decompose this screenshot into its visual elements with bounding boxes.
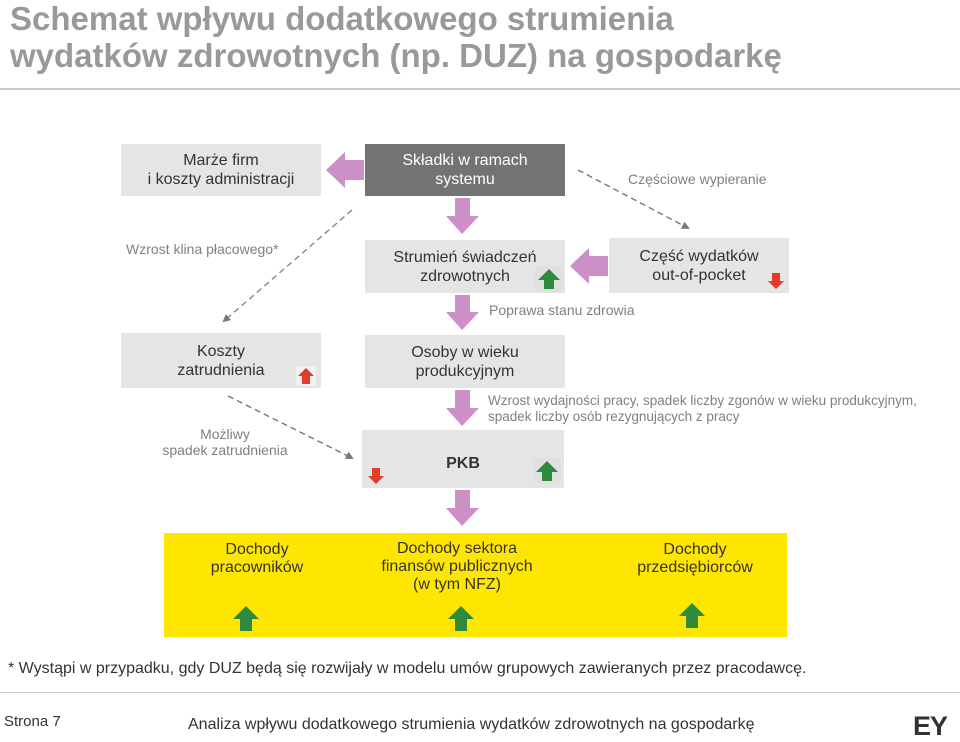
down-arrow-icon (768, 273, 784, 289)
page-title: Schemat wpływu dodatkowego strumienia wy… (10, 0, 782, 74)
arrow-strumien-to-osoby (446, 295, 479, 330)
up-arrow-icon (535, 266, 563, 292)
box-out-of-pocket: Część wydatków out-of-pocket (609, 238, 789, 293)
label-czesciowe-wypieranie: Częściowe wypieranie (628, 171, 767, 187)
arrow-oop-to-strumien (570, 248, 608, 284)
up-arrow-icon (533, 458, 561, 484)
box-marze: Marże firm i koszty administracji (121, 144, 321, 196)
up-arrow-red-icon (296, 366, 316, 386)
dash-skladki-to-oop (577, 169, 690, 229)
box-koszty-zatrudnienia: Koszty zatrudnienia (121, 333, 321, 388)
box-strumien: Strumień świadczeń zdrowotnych (365, 240, 565, 293)
footer-divider (0, 692, 960, 693)
up-arrow-icon (448, 606, 474, 631)
page-number: Strona 7 (4, 713, 61, 730)
income-sektor-publiczny: Dochody sektora finansów publicznych (w … (381, 540, 533, 593)
dash-koszty-to-pkb (227, 395, 354, 459)
footer-text: Analiza wpływu dodatkowego strumienia wy… (188, 716, 755, 733)
box-skladki: Składki w ramach systemu (365, 144, 565, 196)
up-arrow-icon (233, 606, 259, 631)
arrow-osoby-to-pkb (446, 390, 479, 426)
ey-logo: EY (913, 711, 948, 741)
up-arrow-icon (679, 603, 705, 628)
down-arrow-icon (368, 468, 384, 484)
label-mozliwy-spadek: Możliwy spadek zatrudnienia (162, 426, 288, 458)
dash-skladki-to-koszty (222, 209, 353, 323)
label-poprawa-zdrowia: Poprawa stanu zdrowia (489, 302, 635, 318)
title-divider (0, 88, 960, 90)
income-pracownicy: Dochody pracowników (210, 541, 304, 576)
income-przedsiebiorcy: Dochody przedsiębiorców (637, 541, 753, 576)
label-wzrost-klina: Wzrost klina płacowego* (126, 241, 279, 257)
arrow-skladki-to-strumien (446, 198, 479, 234)
arrow-skladki-to-marze (326, 152, 364, 188)
footnote: * Wystąpi w przypadku, gdy DUZ będą się … (8, 660, 807, 677)
box-osoby-w-wieku: Osoby w wieku produkcyjnym (365, 335, 565, 388)
box-pkb: PKB (362, 430, 564, 488)
income-band (164, 533, 787, 637)
arrow-pkb-to-dochody (446, 490, 479, 526)
label-wzrost-wydajnosci: Wzrost wydajności pracy, spadek liczby z… (488, 393, 917, 424)
